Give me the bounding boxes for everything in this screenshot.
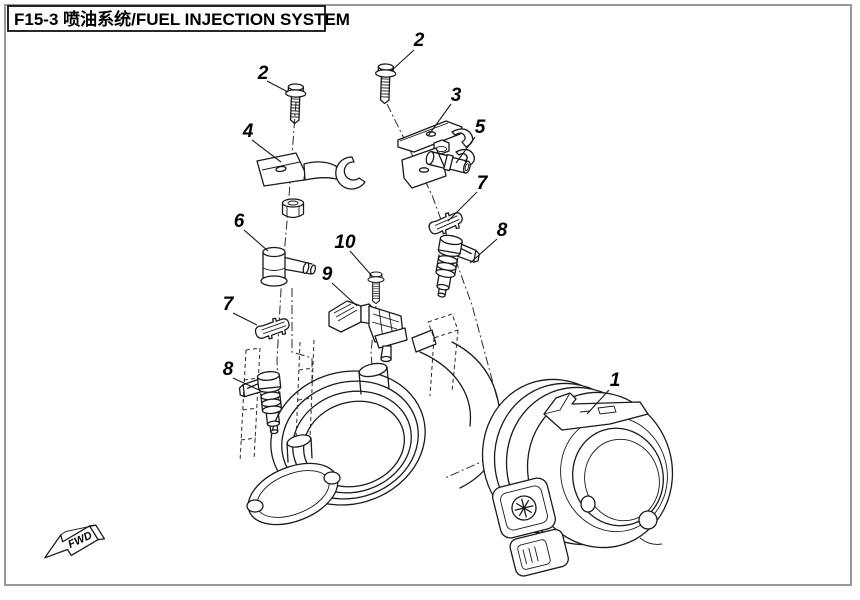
svg-text:1: 1 xyxy=(610,370,621,391)
svg-text:10: 10 xyxy=(334,232,356,253)
part-intake-manifold xyxy=(246,329,501,526)
svg-text:5: 5 xyxy=(475,117,486,138)
part-bolt-2-left xyxy=(283,83,307,125)
svg-text:7: 7 xyxy=(477,173,489,194)
part-nut xyxy=(281,198,305,219)
part-bracket-3 xyxy=(397,120,475,189)
part-throttle-body xyxy=(481,378,674,577)
callout-5: 5 xyxy=(455,117,486,164)
part-hose-elbow xyxy=(260,246,317,287)
part-clip-right xyxy=(426,209,466,238)
callout-8-left: 8 xyxy=(223,359,260,391)
svg-text:9: 9 xyxy=(322,264,333,285)
title-box: F15-3 喷油系统/FUEL INJECTION SYSTEM xyxy=(7,5,350,32)
svg-text:4: 4 xyxy=(242,121,254,142)
svg-text:2: 2 xyxy=(413,30,425,51)
page-border xyxy=(4,4,852,586)
callout-2-left: 2 xyxy=(257,63,289,93)
callouts: 2 2 3 4 5 7 8 6 xyxy=(223,30,621,415)
fuel-rail-hidden-lines xyxy=(239,313,459,463)
svg-text:8: 8 xyxy=(223,359,234,380)
callout-1: 1 xyxy=(586,370,621,415)
callout-3: 3 xyxy=(427,85,462,137)
part-bracket-4 xyxy=(256,152,366,190)
callout-8-right: 8 xyxy=(469,220,508,264)
callout-7-left: 7 xyxy=(223,294,258,326)
callout-7-right: 7 xyxy=(447,173,489,222)
fwd-arrow-icon: FWD xyxy=(44,524,106,559)
svg-text:6: 6 xyxy=(234,211,245,232)
callout-6: 6 xyxy=(234,211,269,252)
callout-10: 10 xyxy=(334,232,373,277)
svg-text:8: 8 xyxy=(497,220,508,241)
svg-text:3: 3 xyxy=(451,85,462,106)
part-injector-right xyxy=(429,233,483,303)
callout-4: 4 xyxy=(242,121,282,163)
part-map-sensor xyxy=(328,300,408,363)
svg-text:7: 7 xyxy=(223,294,235,315)
part-clip-left xyxy=(253,315,292,342)
part-fuel-joint xyxy=(425,150,471,174)
page-title: F15-3 喷油系统/FUEL INJECTION SYSTEM xyxy=(14,9,350,29)
part-bolt-10 xyxy=(367,271,385,305)
callout-2-top: 2 xyxy=(390,30,425,72)
svg-text:2: 2 xyxy=(257,63,269,84)
callout-9: 9 xyxy=(322,264,358,307)
